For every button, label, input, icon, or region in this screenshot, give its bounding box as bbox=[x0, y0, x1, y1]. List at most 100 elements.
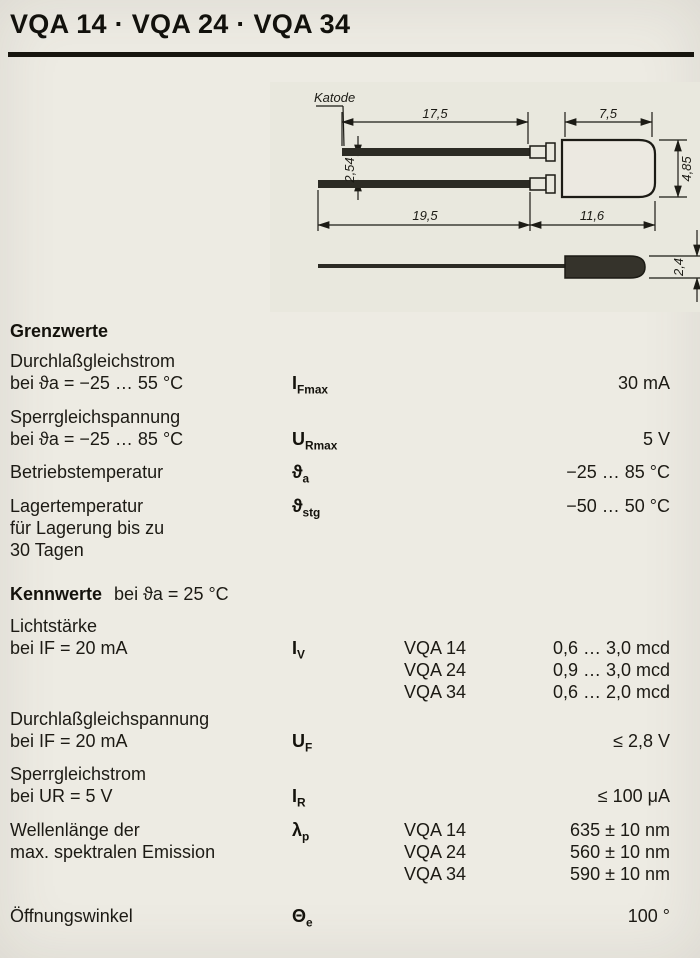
spec-row-betriebstemperatur: Betriebstemperatur ϑa −25 … 85 °C bbox=[10, 461, 670, 490]
spec-value: −50 … 50 °C bbox=[566, 495, 670, 516]
spec-row-durchlassgleichspannung: Durchlaßgleichspannung bei IF = 20 mA UF… bbox=[10, 708, 670, 759]
spec-values: VQA 14 0,6 … 3,0 mcd VQA 24 0,9 … 3,0 mc… bbox=[404, 615, 670, 703]
dim-2-54-label: 2,54 bbox=[342, 157, 357, 183]
variant-name: VQA 24 bbox=[404, 659, 467, 680]
symbol-sub: F bbox=[305, 740, 313, 755]
variant-name: VQA 14 bbox=[404, 637, 467, 658]
spec-values: 30 mA bbox=[404, 350, 670, 401]
spec-value: −25 … 85 °C bbox=[566, 462, 670, 483]
value-row: VQA 14 0,6 … 3,0 mcd bbox=[404, 637, 670, 659]
spec-row-sperrgleichspannung: Sperrgleichspannung bei ϑa = −25 … 85 °C… bbox=[10, 406, 670, 457]
spec-condition: bei IF = 20 mA bbox=[10, 730, 128, 751]
value-row: 100 ° bbox=[404, 905, 670, 927]
spec-values: 100 ° bbox=[404, 905, 670, 934]
led-package-top-view bbox=[318, 138, 657, 199]
spec-value: 0,6 … 2,0 mcd bbox=[552, 681, 670, 702]
spec-value: 5 V bbox=[642, 428, 670, 449]
spec-label: Sperrgleichspannung bei ϑa = −25 … 85 °C bbox=[10, 406, 292, 457]
kennwerte-heading: Kennwerte bei ϑa = 25 °C bbox=[10, 583, 670, 605]
spec-term: Sperrgleichspannung bbox=[10, 406, 181, 427]
symbol-base: λ bbox=[292, 819, 303, 840]
value-row: VQA 34 0,6 … 2,0 mcd bbox=[404, 681, 670, 703]
dim-2-4-label: 2,4 bbox=[671, 258, 686, 277]
spec-term: Wellenlänge der bbox=[10, 819, 140, 840]
variant-name bbox=[404, 730, 534, 752]
spec-value: 30 mA bbox=[617, 373, 670, 393]
dim-19-5-label: 19,5 bbox=[412, 208, 438, 223]
spec-value: 0,6 … 3,0 mcd bbox=[552, 637, 670, 658]
value-row: −25 … 85 °C bbox=[404, 461, 670, 483]
spec-label: Durchlaßgleichstrom bei ϑa = −25 … 55 °C bbox=[10, 350, 292, 401]
spec-values: −50 … 50 °C bbox=[404, 495, 670, 561]
symbol-lambda-p: λp bbox=[292, 819, 404, 885]
spec-label: Betriebstemperatur bbox=[10, 461, 292, 490]
symbol-base: Θ bbox=[292, 905, 307, 926]
symbol-base: ϑ bbox=[292, 462, 303, 483]
spec-term: Lagertemperatur bbox=[10, 495, 144, 516]
symbol-base: ϑ bbox=[292, 495, 303, 516]
katode-label: Katode bbox=[314, 90, 355, 105]
spec-term: Lichtstärke bbox=[10, 615, 98, 636]
spec-value: 100 ° bbox=[627, 905, 670, 926]
spec-condition: bei UR = 5 V bbox=[10, 786, 113, 807]
spec-value: 0,9 … 3,0 mcd bbox=[552, 659, 670, 680]
spec-row-lagertemperatur: Lagertemperatur für Lagerung bis zu 30 T… bbox=[10, 495, 670, 561]
symbol-base: I bbox=[292, 637, 298, 658]
spec-row-wellenlaenge: Wellenlänge der max. spektralen Emission… bbox=[10, 819, 670, 885]
spec-condition: bei ϑa = −25 … 55 °C bbox=[10, 373, 184, 393]
variant-name bbox=[404, 428, 534, 450]
grenzwerte-heading: Grenzwerte bbox=[10, 321, 109, 341]
symbol-iv: IV bbox=[292, 615, 404, 703]
symbol-sub: e bbox=[306, 915, 313, 930]
symbol-base: U bbox=[292, 730, 305, 751]
value-row: 5 V bbox=[404, 428, 670, 450]
spec-row-oeffnungswinkel: Öffnungswinkel Θe 100 ° bbox=[10, 905, 670, 934]
spec-value: ≤ 100 μA bbox=[597, 786, 670, 807]
value-row: 30 mA bbox=[404, 372, 670, 394]
variant-name: VQA 24 bbox=[404, 841, 467, 862]
page-title: VQA 14 · VQA 24 · VQA 34 bbox=[10, 9, 351, 39]
dimension-lines bbox=[316, 105, 700, 302]
spec-term: Sperrgleichstrom bbox=[10, 764, 147, 785]
variant-name: VQA 14 bbox=[404, 819, 467, 840]
symbol-base: I bbox=[292, 373, 298, 393]
symbol-sub: stg bbox=[302, 505, 321, 520]
spec-term: Durchlaßgleichspannung bbox=[10, 708, 210, 729]
led-package-side-view bbox=[318, 255, 646, 279]
kennwerte-heading-bold: Kennwerte bbox=[10, 583, 103, 604]
spec-row-lichtstaerke: Lichtstärke bei IF = 20 mA IV VQA 14 0,6… bbox=[10, 615, 670, 703]
spec-label: Lichtstärke bei IF = 20 mA bbox=[10, 615, 292, 703]
symbol-base: U bbox=[292, 428, 305, 449]
symbol-theta-e: Θe bbox=[292, 905, 404, 934]
symbol-base: I bbox=[292, 786, 298, 807]
spec-values: 5 V bbox=[404, 406, 670, 457]
spec-label: Lagertemperatur für Lagerung bis zu 30 T… bbox=[10, 495, 292, 561]
variant-name bbox=[404, 495, 534, 517]
spec-values: −25 … 85 °C bbox=[404, 461, 670, 490]
spec-content: Grenzwerte Durchlaßgleichstrom bei ϑa = … bbox=[10, 320, 670, 939]
symbol-uf: UF bbox=[292, 708, 404, 759]
symbol-urmax: URmax bbox=[292, 406, 404, 457]
value-row: VQA 14 635 ± 10 nm bbox=[404, 819, 670, 841]
spec-values: VQA 14 635 ± 10 nm VQA 24 560 ± 10 nm VQ… bbox=[404, 819, 670, 885]
package-dimension-drawing: Katode 17,5 7,5 2,54 4,85 19,5 11,6 2,4 bbox=[270, 82, 700, 312]
spec-condition: 30 Tagen bbox=[10, 539, 84, 560]
dim-17-5-label: 17,5 bbox=[422, 106, 448, 121]
dim-4-85-label: 4,85 bbox=[679, 156, 694, 182]
spec-label: Durchlaßgleichspannung bei IF = 20 mA bbox=[10, 708, 292, 759]
variant-name: VQA 34 bbox=[404, 681, 467, 702]
spec-term: Öffnungswinkel bbox=[10, 905, 133, 926]
symbol-theta-a: ϑa bbox=[292, 461, 404, 490]
symbol-ir: IR bbox=[292, 763, 404, 814]
spec-condition: bei IF = 20 mA bbox=[10, 637, 128, 658]
spec-values: ≤ 100 μA bbox=[404, 763, 670, 814]
spec-term: Durchlaßgleichstrom bbox=[10, 351, 176, 371]
symbol-theta-stg: ϑstg bbox=[292, 495, 404, 561]
spec-term: Betriebstemperatur bbox=[10, 462, 164, 483]
dimension-labels: Katode 17,5 7,5 2,54 4,85 19,5 11,6 2,4 bbox=[314, 90, 694, 277]
spec-row-sperrgleichstrom: Sperrgleichstrom bei UR = 5 V IR ≤ 100 μ… bbox=[10, 763, 670, 814]
variant-name bbox=[404, 785, 534, 807]
spec-condition: für Lagerung bis zu bbox=[10, 517, 165, 538]
spec-value: 635 ± 10 nm bbox=[570, 819, 670, 840]
